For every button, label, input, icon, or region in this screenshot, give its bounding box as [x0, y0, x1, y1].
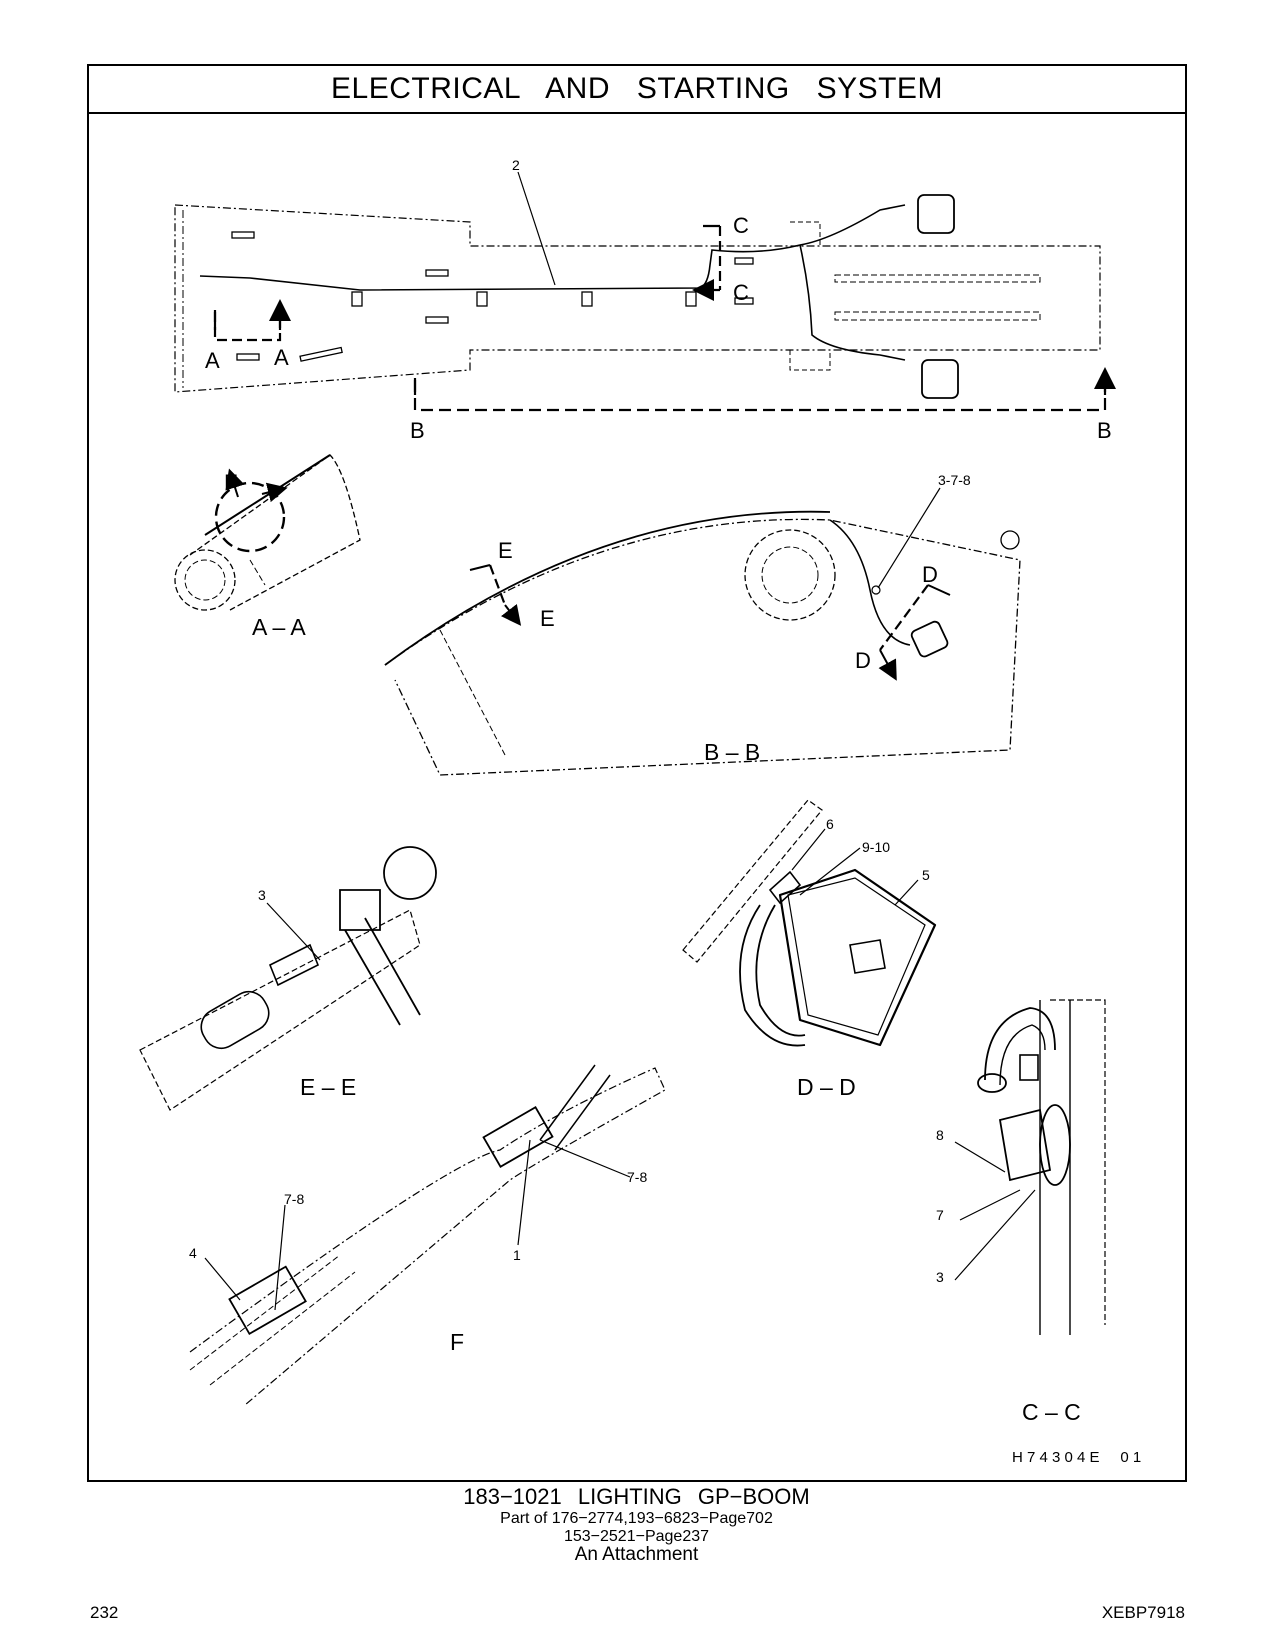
view-label-f: F [450, 1329, 464, 1355]
view-label-cc: C – C [1022, 1399, 1081, 1425]
marker-b-left: B [410, 418, 425, 443]
caption-line-3: An Attachment [574, 1544, 699, 1565]
callout-7: 7 [936, 1207, 944, 1223]
callout-1: 1 [513, 1247, 521, 1263]
drawing-frame: ELECTRICAL AND STARTING SYSTEM [87, 64, 1187, 1482]
callout-6: 6 [826, 816, 834, 832]
marker-a-right: A [274, 345, 289, 370]
view-label-ee: E – E [300, 1074, 356, 1100]
view-label-aa: A – A [252, 614, 306, 640]
callout-f-7-8-right: 7-8 [627, 1169, 647, 1185]
callout-8: 8 [936, 1127, 944, 1143]
callout-5: 5 [922, 867, 930, 883]
caption-title: 183−1021 LIGHTING GP−BOOM [463, 1484, 810, 1509]
callout-f-7-8-left: 7-8 [284, 1191, 304, 1207]
caption-line-2: 153−2521−Page237 [563, 1528, 710, 1545]
page-title: ELECTRICAL AND STARTING SYSTEM [89, 66, 1185, 114]
view-label-dd: D – D [797, 1074, 856, 1100]
callout-cc-3: 3 [936, 1269, 944, 1285]
boom-top-view [174, 171, 1105, 412]
section-a-a-view [174, 454, 361, 611]
marker-e-bottom: E [540, 606, 555, 631]
marker-d-top: D [922, 562, 938, 587]
marker-b-right: B [1097, 418, 1112, 443]
section-e-e-view [139, 846, 437, 1111]
page-number: 232 [90, 1603, 119, 1622]
marker-c-top: C [733, 213, 749, 238]
section-d-d-view [682, 799, 937, 1047]
callout-2: 2 [512, 157, 520, 173]
section-b-b-view [384, 487, 1021, 776]
figure-id: H 7 4 3 0 4 E 0 1 [1012, 1449, 1141, 1466]
marker-a-left: A [205, 348, 220, 373]
marker-c-bottom: C [733, 280, 749, 305]
callout-9-10: 9-10 [862, 839, 890, 855]
callout-3-7-8: 3-7-8 [938, 472, 971, 488]
callout-4: 4 [189, 1245, 197, 1261]
section-c-c-view [954, 999, 1106, 1335]
caption-line-1: Part of 176−2774,193−6823−Page702 [500, 1510, 773, 1527]
marker-e-top: E [498, 538, 513, 563]
callout-ee-3: 3 [258, 887, 266, 903]
view-label-bb: B – B [704, 739, 760, 765]
detail-f-view [189, 1064, 666, 1406]
marker-f-detail: F [224, 470, 237, 495]
document-id: XEBP7918 [1101, 1603, 1185, 1622]
marker-d-bottom: D [855, 648, 871, 673]
